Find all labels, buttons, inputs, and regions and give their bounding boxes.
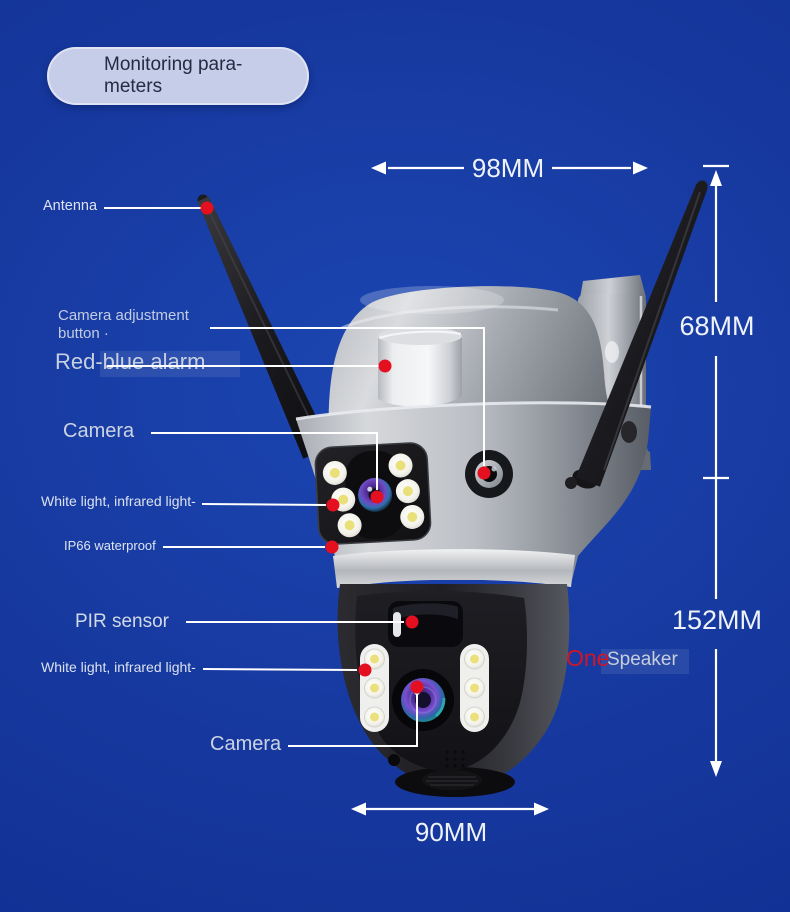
label-pir-sensor: PIR sensor xyxy=(75,611,169,632)
label-red-blue-alarm: Red-blue alarm xyxy=(55,349,206,374)
label-speaker: Speaker xyxy=(607,649,678,670)
dimension-bottom-width: 90MM xyxy=(414,817,488,847)
text-highlight-patch xyxy=(601,649,689,674)
led-strip-right xyxy=(460,644,489,732)
label-speaker-prefix-one: One xyxy=(566,645,610,671)
label-antenna: Antenna xyxy=(43,198,98,214)
dimension-top-width: 98MM xyxy=(471,153,545,183)
dome-bottom-details xyxy=(388,750,482,790)
badge-line2: meters xyxy=(104,76,163,97)
label-camera-adjustment-line1: Camera adjustment xyxy=(58,307,189,324)
label-camera-adjustment-line2: button · xyxy=(58,325,109,342)
label-white-light-bottom: White light, infrared light- xyxy=(41,659,196,675)
label-camera-adjustment-button: Camera adjustment button · xyxy=(58,307,189,343)
label-ip66-waterproof: IP66 waterproof xyxy=(64,538,156,553)
monitoring-parameters-badge: Monitoring para- meters xyxy=(47,47,309,105)
badge-line1: Monitoring para- xyxy=(104,54,243,75)
collar-ring xyxy=(333,549,575,588)
right-antenna xyxy=(565,180,708,489)
dimension-upper-height: 68MM xyxy=(679,311,755,341)
label-camera-top: Camera xyxy=(63,420,135,442)
label-white-light-top: White light, infrared light- xyxy=(41,493,196,509)
label-camera-bottom: Camera xyxy=(210,733,282,755)
pir-sensor-window xyxy=(388,601,463,647)
dimension-lower-height: 152MM xyxy=(671,605,763,635)
